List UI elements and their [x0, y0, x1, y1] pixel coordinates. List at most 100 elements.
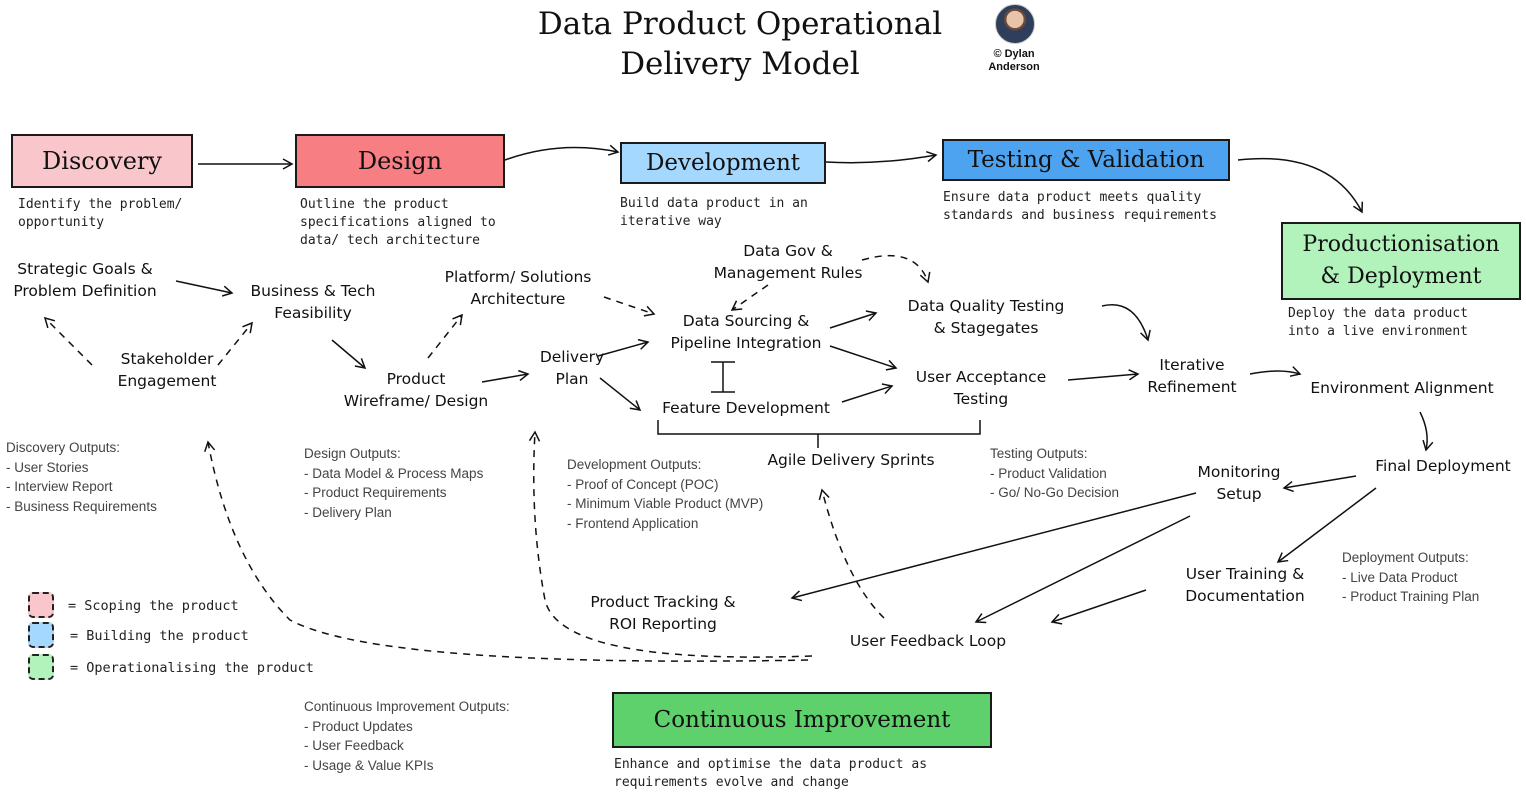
arrow-stakeholder-business: [217, 321, 253, 366]
legend-label-scoping: = Scoping the product: [68, 598, 239, 614]
arrow-strategic-business: [175, 280, 234, 297]
node-data-sourcing: Data Sourcing & Pipeline Integration: [670, 312, 822, 352]
outputs-improvement: Continuous Improvement Outputs: - Produc…: [304, 697, 510, 775]
node-strategic-goals: Strategic Goals & Problem Definition: [13, 260, 157, 300]
phase-design-label: Design: [357, 147, 443, 175]
node-platform-architecture: Platform/ Solutions Architecture: [444, 268, 592, 308]
phase-production-desc: Deploy the data product into a live envi…: [1288, 306, 1469, 339]
phase-improvement-label: Continuous Improvement: [653, 707, 951, 733]
arrow-sourcing-dq: [829, 310, 878, 329]
outputs-discovery-item: - User Stories: [6, 459, 89, 475]
legend-swatch-building: [28, 622, 54, 648]
phase-development-desc: Build data product in an iterative way: [620, 196, 808, 229]
loop-feedback-discovery: [204, 440, 809, 662]
arrow-dq-iterative: [1101, 304, 1151, 342]
arrow-uat-iterative: [1067, 369, 1140, 381]
arrow-business-wireframe: [331, 339, 367, 369]
arrow-design-development: [504, 144, 620, 161]
page-title: Data Product Operational Delivery Model: [537, 6, 943, 82]
node-stakeholder-engagement: Stakeholder Engagement: [117, 350, 217, 390]
author-credit: © Dylan Anderson: [988, 48, 1040, 73]
outputs-deployment-item: - Product Training Plan: [1342, 589, 1480, 604]
phase-improvement-box: Continuous Improvement: [612, 692, 992, 748]
node-data-quality: Data Quality Testing & Stagegates: [907, 297, 1065, 337]
node-agile-sprints: Agile Delivery Sprints: [767, 451, 935, 469]
node-data-gov: Data Gov & Management Rules: [713, 242, 863, 282]
node-user-training: User Training & Documentation: [1185, 565, 1305, 605]
arrow-feature-uat: [841, 383, 894, 403]
node-user-acceptance: User Acceptance Testing: [915, 368, 1047, 408]
loop-feedback-agile: [818, 488, 885, 619]
arrow-monitoring-tracking: [790, 492, 1197, 602]
arrow-monitoring-feedback: [974, 515, 1191, 624]
phase-development-box: Development: [620, 142, 826, 184]
phase-design-box: Design: [295, 134, 505, 188]
outputs-design: Design Outputs: - Data Model & Process M…: [304, 444, 483, 522]
outputs-discovery-item: - Business Requirements: [6, 498, 157, 514]
outputs-development-item: - Proof of Concept (POC): [567, 476, 719, 492]
loop-feedback-design: [528, 430, 813, 658]
arrow-development-testing: [825, 150, 938, 164]
phase-production-label: Productionisation & Deployment: [1302, 232, 1500, 289]
node-final-deployment: Final Deployment: [1375, 457, 1511, 475]
phase-testing-desc: Ensure data product meets quality standa…: [943, 190, 1217, 223]
arrow-training-feedback: [1050, 589, 1147, 625]
legend-swatch-scoping: [28, 592, 54, 618]
node-feature-development: Feature Development: [662, 399, 830, 417]
node-business-feasibility: Business & Tech Feasibility: [250, 282, 376, 322]
legend-label-operationalising: = Operationalising the product: [70, 660, 314, 676]
arrow-datagov-sourcing: [730, 284, 769, 311]
outputs-design-item: - Delivery Plan: [304, 504, 392, 520]
arrow-delivery-feature: [599, 377, 642, 411]
outputs-discovery-heading: Discovery Outputs:: [6, 440, 121, 455]
outputs-improvement-item: - User Feedback: [304, 738, 404, 753]
node-iterative-refinement: Iterative Refinement: [1147, 356, 1237, 396]
phase-improvement-desc: Enhance and optimise the data product as…: [614, 757, 928, 790]
phase-testing-box: Testing & Validation: [942, 139, 1230, 181]
phase-discovery-desc: Identify the problem/ opportunity: [18, 197, 183, 230]
node-delivery-plan: Delivery Plan: [539, 348, 605, 388]
phase-design-desc: Outline the product specifications align…: [300, 197, 496, 248]
arrow-wireframe-delivery: [481, 369, 530, 383]
outputs-testing-heading: Testing Outputs:: [990, 446, 1088, 461]
arrow-testing-production: [1237, 157, 1364, 214]
phase-testing-label: Testing & Validation: [967, 147, 1205, 173]
legend-swatch-operationalising: [28, 654, 54, 680]
outputs-development: Development Outputs: - Proof of Concept …: [567, 455, 763, 533]
arrow-platform-sourcing: [603, 296, 656, 317]
author-avatar: [995, 4, 1035, 44]
outputs-design-item: - Product Requirements: [304, 485, 447, 500]
arrow-datagov-dq: [861, 254, 931, 284]
outputs-testing-item: - Product Validation: [990, 465, 1107, 481]
phase-development-label: Development: [645, 150, 801, 176]
outputs-discovery: Discovery Outputs: - User Stories - Inte…: [6, 438, 157, 516]
phase-discovery-label: Discovery: [42, 147, 162, 175]
arrow-iterative-env: [1249, 366, 1302, 377]
phase-discovery-box: Discovery: [11, 134, 193, 188]
node-product-wireframe: Product Wireframe/ Design: [343, 370, 489, 410]
node-product-tracking: Product Tracking & ROI Reporting: [590, 593, 736, 633]
brace-agile: [657, 420, 981, 448]
outputs-deployment-item: - Live Data Product: [1342, 569, 1458, 585]
outputs-improvement-item: - Product Updates: [304, 718, 413, 734]
legend-label-building: = Building the product: [70, 628, 249, 644]
outputs-improvement-heading: Continuous Improvement Outputs:: [304, 699, 510, 714]
arrow-final-monitoring: [1282, 475, 1357, 493]
arrow-final-training: [1276, 487, 1377, 563]
phase-production-box: Productionisation & Deployment: [1281, 222, 1521, 300]
outputs-testing-item: - Go/ No-Go Decision: [990, 485, 1120, 500]
arrow-env-final: [1419, 411, 1434, 452]
outputs-deployment-heading: Deployment Outputs:: [1342, 550, 1469, 565]
arrow-delivery-sourcing: [597, 338, 650, 357]
outputs-development-heading: Development Outputs:: [567, 457, 702, 472]
arrow-stakeholder-strategic: [43, 316, 93, 366]
outputs-deployment: Deployment Outputs: - Live Data Product …: [1342, 548, 1479, 607]
outputs-design-heading: Design Outputs:: [304, 446, 401, 461]
arrow-wireframe-platform: [427, 313, 463, 359]
outputs-discovery-item: - Interview Report: [6, 479, 113, 494]
node-environment-alignment: Environment Alignment: [1310, 379, 1494, 397]
outputs-design-item: - Data Model & Process Maps: [304, 465, 484, 481]
outputs-improvement-item: - Usage & Value KPIs: [304, 757, 434, 773]
arrow-sourcing-uat: [829, 345, 898, 371]
